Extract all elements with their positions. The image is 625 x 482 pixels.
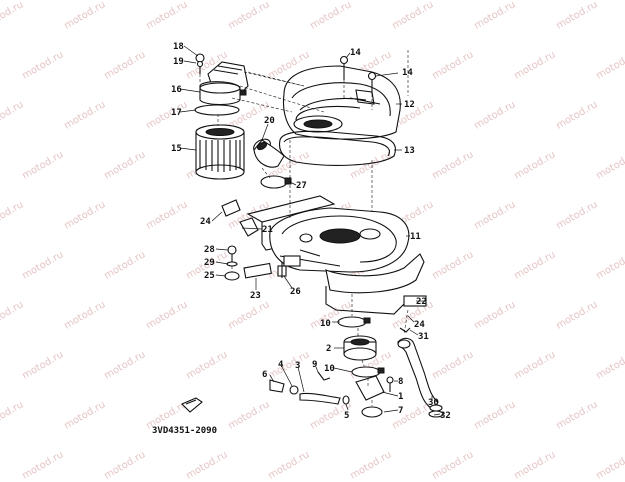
carburetor-joint <box>343 335 377 361</box>
callout-27: 27 <box>296 181 307 191</box>
intake-joint <box>253 138 292 189</box>
bracket <box>239 217 259 237</box>
callout-24-lower: 24 <box>414 320 425 330</box>
callout-25: 25 <box>204 271 215 281</box>
callout-10-upper: 10 <box>320 319 331 329</box>
callout-24-upper: 24 <box>200 217 211 227</box>
callout-22: 22 <box>416 297 427 307</box>
intake-duct-assembly <box>194 53 249 116</box>
front-direction-arrow-icon <box>181 397 203 413</box>
leader-lines <box>179 45 441 416</box>
callout-15: 15 <box>171 144 182 154</box>
callout-17: 17 <box>171 108 182 118</box>
air-filter-exploded-diagram: 18 19 16 17 15 14 14 12 13 20 27 24 21 1… <box>171 42 451 421</box>
callout-16: 16 <box>171 85 182 95</box>
callout-2: 2 <box>326 344 331 354</box>
callout-13: 13 <box>404 146 415 156</box>
callout-14-left: 14 <box>350 48 361 58</box>
callout-1: 1 <box>398 392 403 402</box>
diagram-code: 3VD4351-2090 <box>152 426 218 436</box>
callout-14-right: 14 <box>402 68 413 78</box>
callout-26: 26 <box>290 287 301 297</box>
cover-gasket <box>278 130 396 166</box>
callout-30: 30 <box>428 398 439 408</box>
callout-labels: 18 19 16 17 15 14 14 12 13 20 27 24 21 1… <box>171 42 451 421</box>
callout-18: 18 <box>173 42 184 52</box>
callout-9: 9 <box>312 360 317 370</box>
callout-11: 11 <box>410 232 421 242</box>
callout-19: 19 <box>173 57 184 67</box>
breather-hose <box>397 327 444 418</box>
callout-31: 31 <box>418 332 429 342</box>
callout-6: 6 <box>262 370 267 380</box>
callout-28: 28 <box>204 245 215 255</box>
seal-plate-upper <box>221 199 241 217</box>
callout-21: 21 <box>262 225 273 235</box>
callout-20: 20 <box>264 116 275 126</box>
callout-4: 4 <box>278 360 284 370</box>
callout-5: 5 <box>344 411 349 421</box>
air-filter-cover <box>282 55 401 140</box>
callout-12: 12 <box>404 100 415 110</box>
air-filter-case <box>246 195 410 273</box>
joint-clamp-lower <box>351 366 385 378</box>
callout-10-lower: 10 <box>324 364 335 374</box>
callout-7: 7 <box>398 406 403 416</box>
callout-29: 29 <box>204 258 215 268</box>
alignment-lines <box>199 50 409 406</box>
filter-element <box>195 124 245 180</box>
joint-clamp-upper <box>337 316 371 328</box>
callout-32: 32 <box>440 411 451 421</box>
callout-23: 23 <box>250 291 261 301</box>
callout-3: 3 <box>295 361 300 371</box>
callout-8: 8 <box>398 377 403 387</box>
drain-assembly <box>269 371 394 418</box>
